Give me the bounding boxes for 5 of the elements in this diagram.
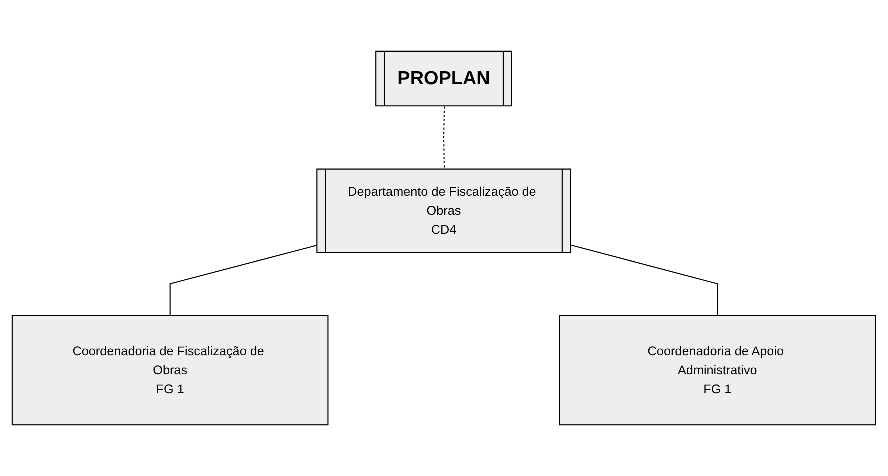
connector: [443, 106, 446, 170]
connector: [571, 244, 718, 316]
node-box: Coordenadoria de Fiscalização de Obras FG 1: [12, 314, 329, 426]
node-box: Coordenadoria de Apoio Administrativo FG 1: [559, 314, 876, 426]
connector: [170, 244, 318, 316]
